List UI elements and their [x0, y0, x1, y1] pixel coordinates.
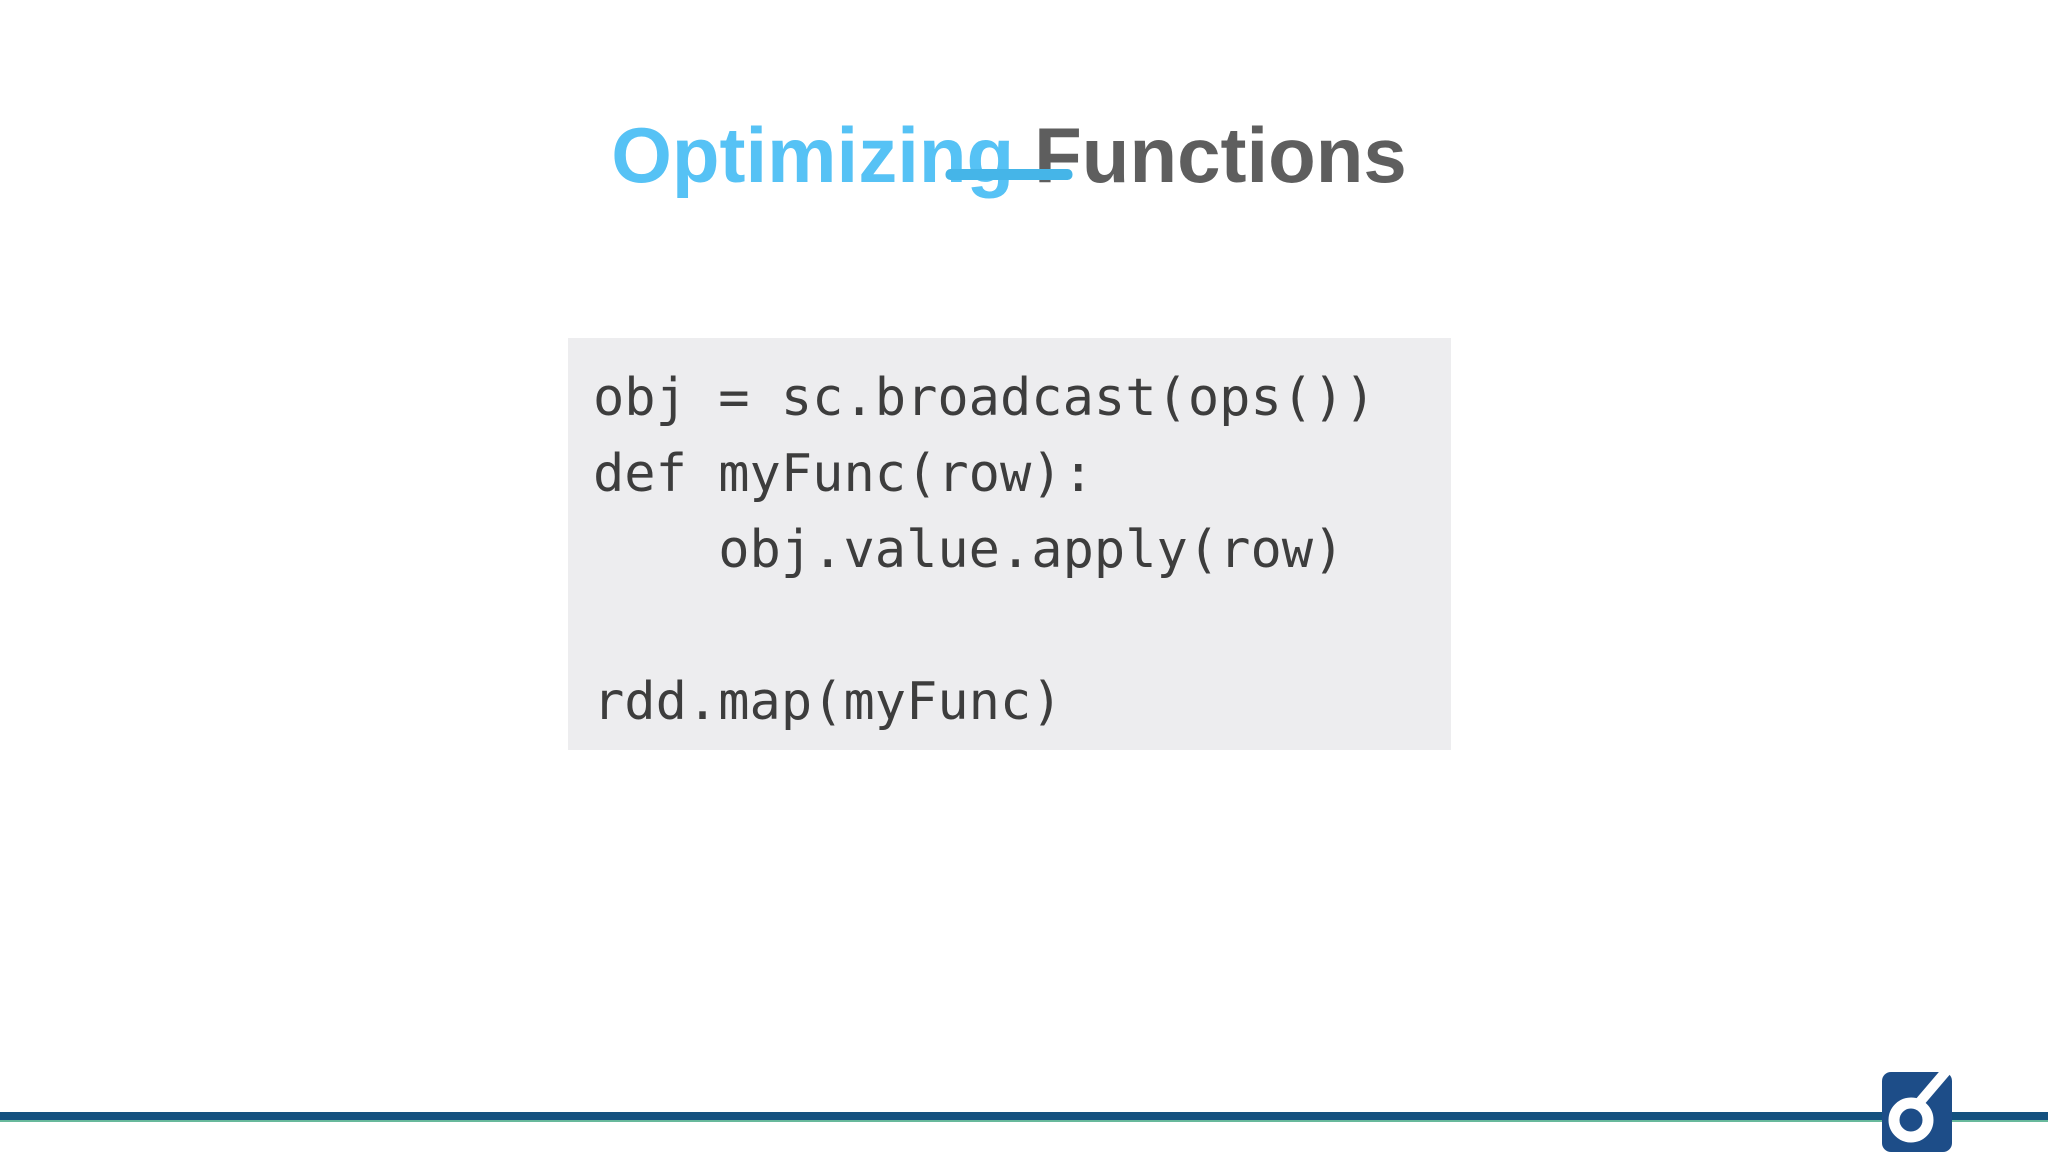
company-logo	[1882, 1065, 1952, 1152]
code-line	[593, 588, 1451, 664]
footer-rule	[0, 1112, 2048, 1120]
code-line: rdd.map(myFunc)	[593, 672, 1063, 732]
footer-rule-accent	[0, 1120, 2048, 1122]
logo-o-slash-icon	[1882, 1065, 1952, 1152]
title-underline-bar	[945, 169, 1073, 180]
code-line: obj = sc.broadcast(ops())	[593, 368, 1376, 428]
code-block: obj = sc.broadcast(ops()) def myFunc(row…	[568, 338, 1451, 750]
page-title-rest: Functions	[1034, 111, 1407, 200]
code-line: def myFunc(row):	[593, 444, 1094, 504]
code-line: obj.value.apply(row)	[593, 520, 1345, 580]
page-title-highlight: Optimizing	[611, 111, 1015, 200]
